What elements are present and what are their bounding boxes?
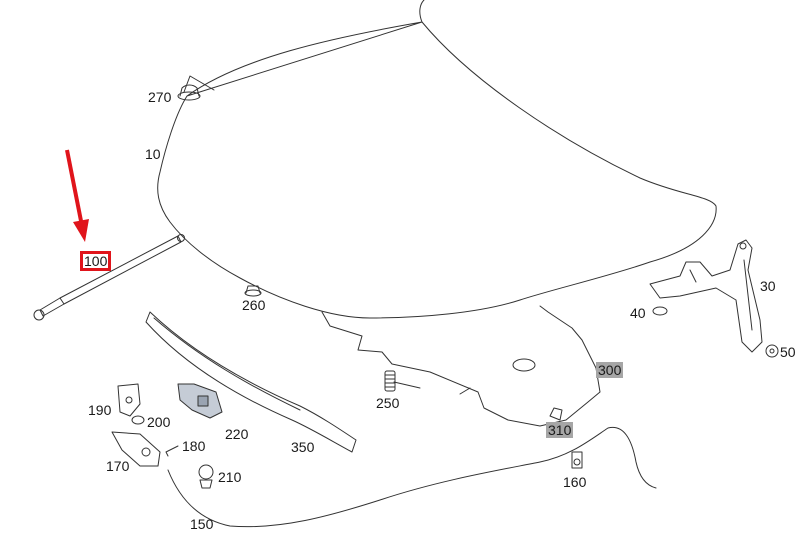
hinge-30	[649, 239, 763, 353]
bolt-180	[165, 445, 179, 457]
insulation-mat-300	[321, 305, 601, 427]
part-label-270: 270	[148, 89, 172, 105]
part-label-150: 150	[190, 516, 214, 532]
part-label-260: 260	[242, 297, 266, 313]
lock-plate-220	[177, 383, 223, 419]
release-cable-150	[167, 426, 657, 528]
part-label-190: 190	[88, 402, 112, 418]
clip-310	[549, 407, 563, 421]
seal-strip-350	[145, 311, 357, 453]
part-label-170: 170	[106, 458, 130, 474]
part-label-220: 220	[225, 426, 249, 442]
part-label-200: 200	[147, 414, 171, 430]
holder-160	[571, 451, 583, 469]
gas-strut-100	[33, 234, 185, 321]
grommet-210	[198, 464, 214, 489]
part-label-160: 160	[563, 474, 587, 490]
bracket-190	[117, 383, 141, 417]
spring-250	[384, 370, 396, 392]
part-label-250: 250	[376, 395, 400, 411]
part-label-180: 180	[182, 438, 206, 454]
clip-260	[244, 285, 262, 297]
highlight-arrow	[65, 149, 89, 242]
nut-40	[652, 306, 668, 316]
part-label-40: 40	[630, 305, 646, 321]
nut-50	[765, 344, 779, 358]
nut-200	[131, 415, 145, 425]
part-label-30: 30	[760, 278, 776, 294]
part-label-10: 10	[145, 146, 161, 162]
hood-panel	[157, 0, 717, 319]
buffer-270	[177, 84, 201, 101]
part-label-100: 100	[80, 251, 112, 271]
part-label-310: 310	[546, 422, 574, 438]
latch-170	[111, 431, 161, 467]
part-label-300: 300	[596, 362, 624, 378]
part-label-350: 350	[291, 439, 315, 455]
part-label-210: 210	[218, 469, 242, 485]
part-label-50: 50	[780, 344, 796, 360]
